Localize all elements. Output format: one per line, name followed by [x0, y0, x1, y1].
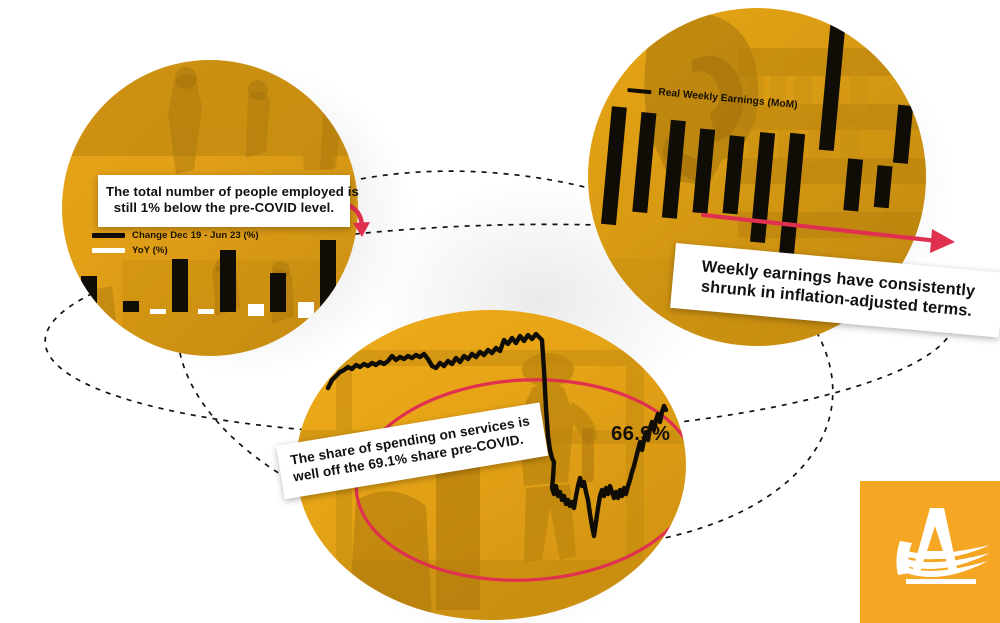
red-ellipse-annotation [354, 378, 686, 582]
employment-legend: Change Dec 19 - Jun 23 (%) YoY (%) [92, 230, 259, 260]
employment-bar-chart [81, 240, 336, 318]
callout-line-2: still 1% below the pre-COVID level. [113, 200, 335, 216]
services-value-label: 66.9% [611, 422, 671, 445]
legend-swatch-change [92, 233, 125, 238]
services-share-line [325, 331, 669, 539]
bar-series-real-weekly-earnings [601, 18, 914, 262]
bar-series-change [81, 240, 336, 312]
connector-ellipse-inner [176, 170, 834, 550]
legend-swatch-real-weekly-earnings [627, 87, 652, 94]
company-logo [860, 481, 1000, 623]
logo-letter-a-mark [896, 508, 990, 584]
legend-item: YoY (%) [92, 245, 259, 256]
callout-line-1: The total number of people employed is [106, 184, 359, 199]
earnings-bar-chart [601, 18, 914, 262]
red-straight-arrow-icon [700, 212, 955, 253]
legend-swatch-yoy [92, 248, 125, 253]
legend-label-change: Change Dec 19 - Jun 23 (%) [132, 230, 259, 241]
services-line-chart [325, 331, 669, 539]
callout-employment: The total number of people employed is s… [98, 175, 359, 227]
legend-item: Change Dec 19 - Jun 23 (%) [92, 230, 259, 241]
legend-label-yoy: YoY (%) [132, 245, 168, 256]
